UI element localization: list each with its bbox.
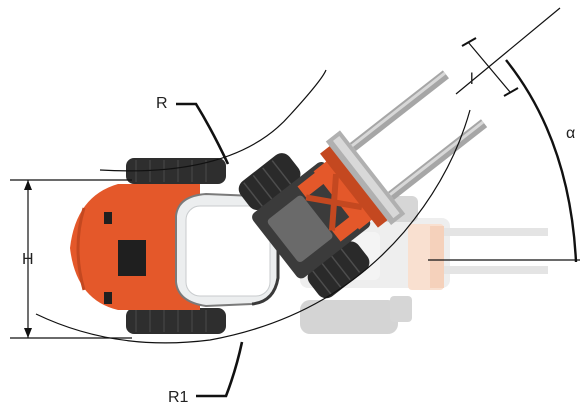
outer-radius-arc bbox=[35, 109, 471, 344]
label-alpha: α bbox=[566, 125, 575, 142]
label-l: l bbox=[470, 71, 474, 88]
alpha-arc bbox=[505, 59, 578, 263]
rear-body bbox=[70, 158, 280, 334]
r1-leader bbox=[196, 341, 244, 398]
rear-left-tire bbox=[126, 158, 226, 184]
inner-radius-arc bbox=[99, 69, 327, 172]
r-leader bbox=[176, 102, 230, 165]
dimension-lines bbox=[10, 7, 580, 398]
fork-width-line bbox=[467, 41, 511, 93]
label-r1: R1 bbox=[168, 389, 189, 403]
lift-frame bbox=[313, 160, 374, 230]
arrowheads bbox=[24, 180, 32, 338]
label-r: R bbox=[156, 95, 168, 112]
hood-grille bbox=[118, 240, 146, 276]
rear-right-tire bbox=[126, 308, 226, 334]
angle-line-rotated bbox=[455, 7, 561, 95]
label-h: H bbox=[22, 251, 34, 268]
